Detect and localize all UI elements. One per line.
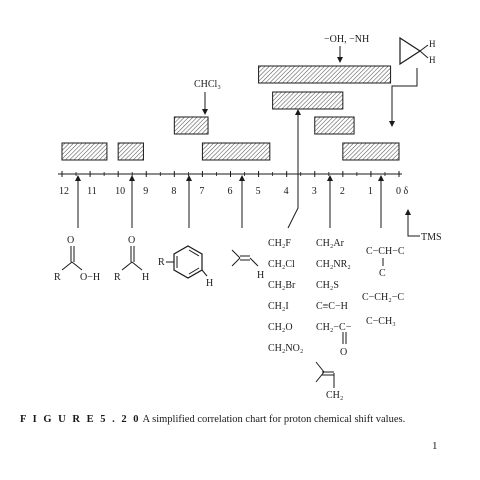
figure-number: F I G U R E 5 . 2 0 bbox=[20, 414, 141, 425]
range-bar-aldehyde bbox=[117, 142, 144, 161]
svg-text:CH₂: CH₂ bbox=[326, 390, 343, 401]
group-label: CH₂Ar bbox=[316, 238, 345, 249]
svg-text:O: O bbox=[340, 347, 347, 358]
heteroatom-arrow bbox=[287, 109, 301, 229]
methyl-alkyl: C−CH₃ bbox=[366, 316, 396, 327]
axis-tick-label: 9 bbox=[143, 186, 148, 197]
methylene-alkyl: C−CH₂−C bbox=[362, 292, 404, 303]
group-label: C≡C−H bbox=[316, 301, 348, 312]
axis-tick-label: 3 bbox=[312, 186, 317, 197]
branched-alkyl: C−CH−C bbox=[366, 246, 405, 257]
svg-text:H: H bbox=[257, 270, 264, 281]
axis-tick-label: 8 bbox=[171, 186, 176, 197]
caption-text: A simplified correlation chart for proto… bbox=[140, 414, 406, 425]
axis-tick-label: 10 bbox=[115, 186, 125, 197]
oh-nh-label: −OH, −NH bbox=[324, 34, 369, 45]
range-bar-carboxylic-acid bbox=[61, 142, 108, 161]
svg-text:R: R bbox=[114, 272, 121, 283]
group-label: CH₂S bbox=[316, 280, 339, 291]
svg-text:O: O bbox=[67, 235, 74, 246]
svg-text:R: R bbox=[158, 257, 165, 268]
group-label: CH₂F bbox=[268, 238, 291, 249]
allyl-structure: CH₂ bbox=[315, 361, 343, 401]
carboxylic-acid-structure: O R O−H bbox=[54, 235, 100, 283]
group-label: CH₂I bbox=[268, 301, 289, 312]
svg-text:O−H: O−H bbox=[80, 272, 100, 283]
range-bar-oh-nh bbox=[258, 65, 392, 84]
axis-tick-label: 4 bbox=[284, 186, 289, 197]
range-bar-alpha-heteroatom bbox=[272, 91, 344, 110]
svg-text:H: H bbox=[142, 272, 149, 283]
axis-tick-label: 0 δ bbox=[396, 186, 409, 197]
chcl3-label: CHCl₃ bbox=[194, 79, 221, 90]
svg-text:H: H bbox=[429, 55, 436, 65]
axis-tick-label: 2 bbox=[340, 186, 345, 197]
cyclopropane-structure: H H bbox=[399, 36, 436, 66]
group-label: CH₂−C− bbox=[316, 322, 352, 333]
cyclopropane-arrow bbox=[389, 68, 418, 127]
range-bar-vinyl bbox=[201, 142, 271, 161]
range-bar-alpha-alkene bbox=[314, 116, 355, 135]
svg-text:O: O bbox=[128, 235, 135, 246]
svg-text:H: H bbox=[206, 278, 213, 289]
page-number: 1 bbox=[432, 440, 438, 452]
aldehyde-structure: O R H bbox=[114, 235, 149, 283]
aromatic-ring-structure: R H bbox=[158, 245, 213, 289]
range-bars bbox=[61, 65, 400, 161]
group-label: CH₂Br bbox=[268, 280, 296, 291]
group-label: CH₂NR₂ bbox=[316, 259, 351, 270]
tms-arrow bbox=[405, 209, 420, 237]
axis-tick-label: 7 bbox=[199, 186, 204, 197]
svg-text:C: C bbox=[379, 268, 386, 279]
tms-label: TMS bbox=[421, 232, 442, 243]
axis-tick-label: 11 bbox=[87, 186, 97, 197]
axis-tick-label: 1 bbox=[368, 186, 373, 197]
axis-tick-label: 5 bbox=[256, 186, 261, 197]
axis-tick-label: 6 bbox=[228, 186, 233, 197]
range-bar-alkyl bbox=[342, 142, 400, 161]
figure-caption: F I G U R E 5 . 2 0 A simplified correla… bbox=[20, 414, 470, 425]
group-label: CH₂NO₂ bbox=[268, 343, 303, 354]
axis-tick-label: 12 bbox=[59, 186, 69, 197]
alkyl-group-list: C−CH−C C C−CH₂−C C−CH₃ bbox=[362, 246, 405, 327]
svg-text:H: H bbox=[429, 39, 436, 49]
axis-ticks: 12 11 10 9 8 7 6 5 4 3 2 1 0 δ bbox=[59, 171, 409, 197]
svg-text:R: R bbox=[54, 272, 61, 283]
group-label: CH₂Cl bbox=[268, 259, 295, 270]
group-label: CH₂O bbox=[268, 322, 293, 333]
vinyl-structure: H bbox=[231, 249, 264, 281]
carbonyl-mark: O bbox=[340, 332, 347, 358]
range-bar-aromatic bbox=[173, 116, 209, 135]
